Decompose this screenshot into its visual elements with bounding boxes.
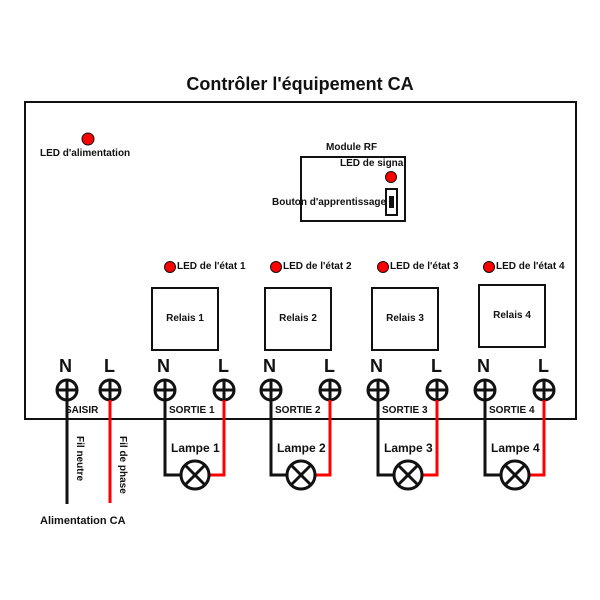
status-led-1 — [164, 261, 176, 273]
input-l-label: L — [104, 356, 115, 376]
output-terminal-n-4 — [473, 378, 497, 402]
output-label: SORTIE 4 — [489, 405, 535, 416]
output-l-label: L — [431, 356, 442, 376]
output-l-label: L — [218, 356, 229, 376]
lamp-icon-1 — [179, 459, 211, 491]
lamp-neutral-wire-4 — [483, 400, 501, 477]
learn-button[interactable] — [385, 188, 398, 216]
status-led-label: LED de l'état 3 — [390, 261, 459, 272]
output-n-label: N — [157, 356, 170, 376]
lamp-icon-3 — [392, 459, 424, 491]
relay-label: Relais 3 — [386, 313, 424, 324]
lamp-neutral-wire-3 — [376, 400, 394, 477]
relay-label: Relais 4 — [493, 310, 531, 321]
relay-label: Relais 2 — [279, 313, 317, 324]
controller-enclosure — [24, 101, 577, 420]
lamp-label: Lampe 3 — [384, 441, 433, 455]
output-label: SORTIE 2 — [275, 405, 321, 416]
output-terminal-n-3 — [366, 378, 390, 402]
output-terminal-l-1 — [212, 378, 236, 402]
lamp-phase-wire-2 — [315, 400, 332, 477]
lamp-neutral-wire-1 — [163, 400, 181, 477]
supply-label: Alimentation CA — [40, 515, 126, 527]
lamp-phase-wire-1 — [209, 400, 226, 477]
input-terminal-n — [55, 378, 79, 402]
output-l-label: L — [324, 356, 335, 376]
neutral-wire-label: Fil neutre — [74, 436, 85, 482]
relay-box-3 — [371, 287, 439, 351]
output-n-label: N — [477, 356, 490, 376]
status-led-4 — [483, 261, 495, 273]
rf-module-title: Module RF — [326, 142, 378, 153]
learn-button-label: Bouton d'apprentissage — [272, 197, 387, 208]
relay-box-4 — [478, 284, 546, 348]
rf-module-box — [300, 156, 406, 222]
relay-box-2 — [264, 287, 332, 351]
output-terminal-l-3 — [425, 378, 449, 402]
lamp-icon-2 — [285, 459, 317, 491]
output-terminal-l-4 — [532, 378, 556, 402]
lamp-label: Lampe 2 — [277, 441, 326, 455]
phase-wire-label: Fil de phase — [117, 436, 128, 494]
lamp-phase-wire-3 — [422, 400, 439, 477]
status-led-label: LED de l'état 1 — [177, 261, 246, 272]
signal-led-label: LED de signal — [340, 158, 407, 169]
output-n-label: N — [370, 356, 383, 376]
output-l-label: L — [538, 356, 549, 376]
lamp-phase-wire-4 — [529, 400, 546, 477]
status-led-label: LED de l'état 2 — [283, 261, 352, 272]
power-led — [81, 132, 95, 146]
signal-led — [385, 171, 397, 183]
lamp-label: Lampe 1 — [171, 441, 220, 455]
status-led-2 — [270, 261, 282, 273]
output-terminal-n-2 — [259, 378, 283, 402]
lamp-label: Lampe 4 — [491, 441, 540, 455]
output-n-label: N — [263, 356, 276, 376]
status-led-label: LED de l'état 4 — [496, 261, 565, 272]
power-led-label: LED d'alimentation — [40, 148, 131, 159]
output-terminal-n-1 — [153, 378, 177, 402]
relay-label: Relais 1 — [166, 313, 204, 324]
lamp-icon-4 — [499, 459, 531, 491]
output-label: SORTIE 3 — [382, 405, 428, 416]
page-title: Contrôler l'équipement CA — [186, 74, 414, 94]
relay-box-1 — [151, 287, 219, 351]
output-terminal-l-2 — [318, 378, 342, 402]
status-led-3 — [377, 261, 389, 273]
lamp-neutral-wire-2 — [269, 400, 287, 477]
input-n-label: N — [59, 356, 72, 376]
input-terminal-l — [98, 378, 122, 402]
input-label: SAISIR — [65, 405, 99, 416]
output-label: SORTIE 1 — [169, 405, 215, 416]
